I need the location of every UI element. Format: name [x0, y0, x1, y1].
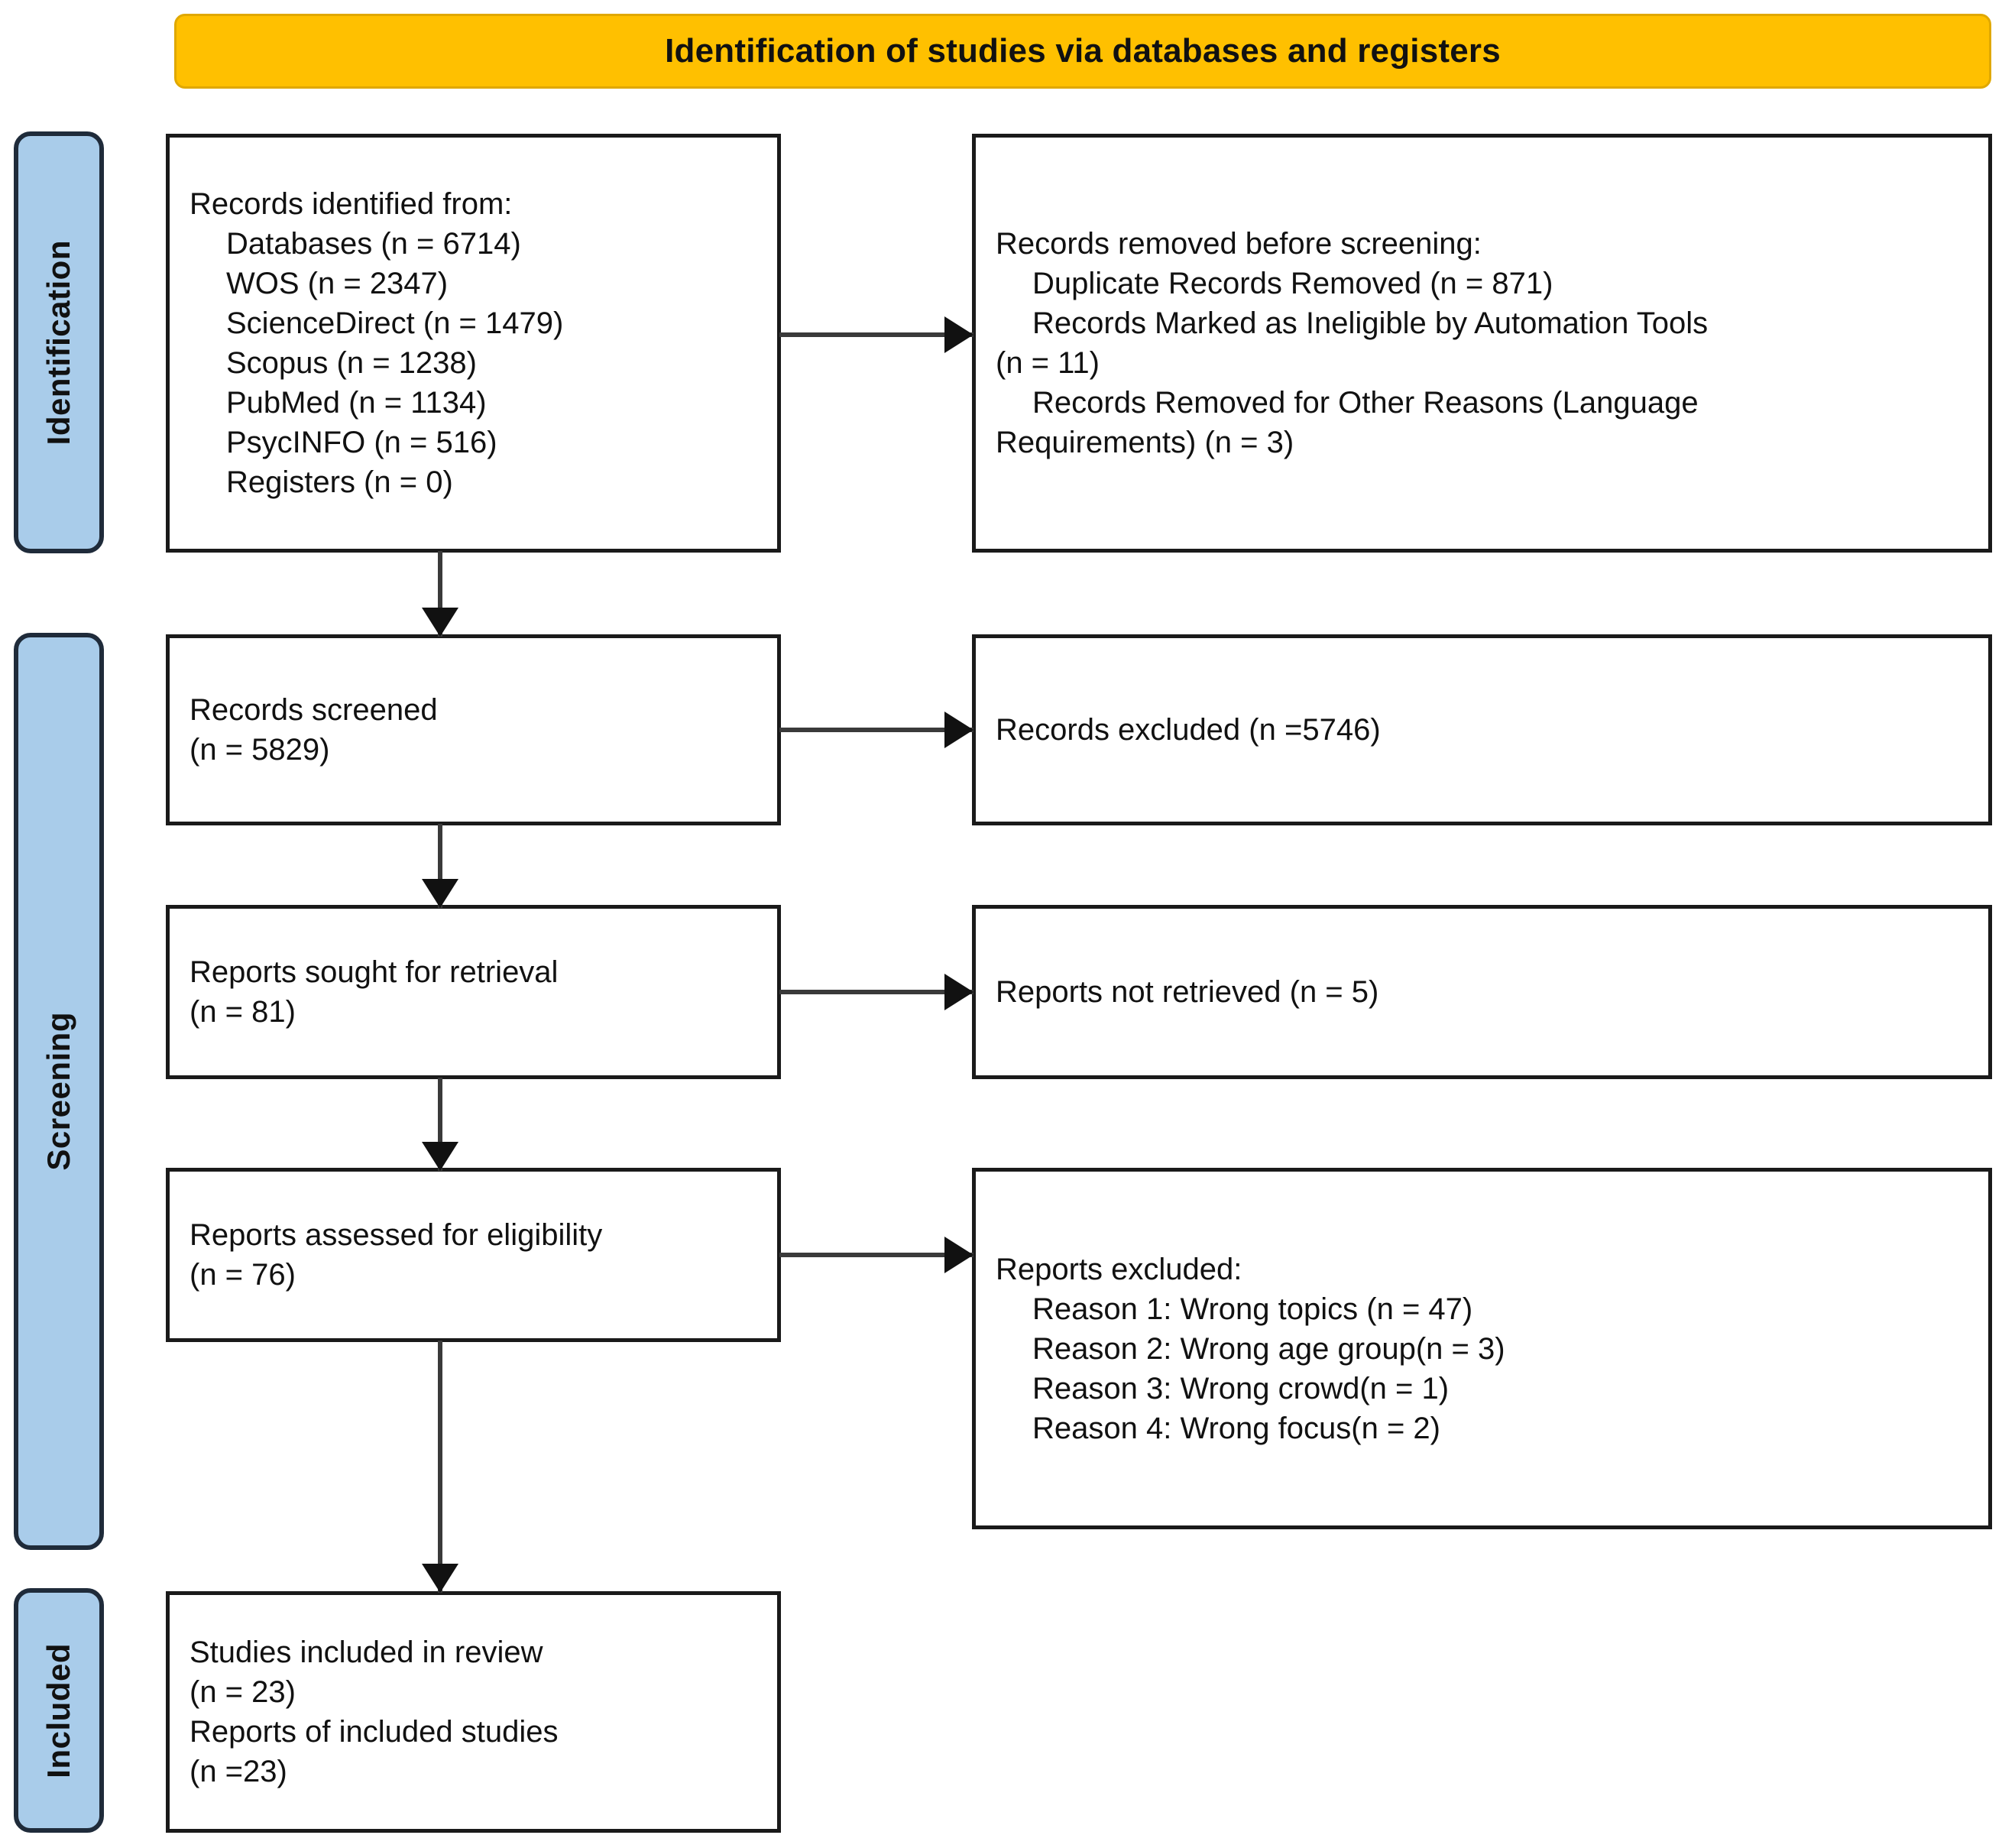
arrow-sought-to-assessed [421, 1078, 459, 1171]
arrow-screened-to-excluded [779, 711, 973, 749]
arrow-head-right-icon [944, 316, 973, 353]
records-identified-title: Records identified from: [190, 187, 513, 221]
arrow-identified-to-removed [779, 316, 973, 354]
reports-not-retrieved-label: Reports not retrieved (n = 5) [996, 975, 1379, 1009]
box-records-removed: Records removed before screening: Duplic… [972, 134, 1992, 553]
stage-label-identification: Identification [14, 131, 104, 553]
box-records-identified: Records identified from: Databases (n = … [166, 134, 781, 553]
records-removed-item: (n = 11) [996, 346, 1100, 380]
stage-label-identification-text: Identification [40, 239, 76, 446]
arrow-identified-to-screened [421, 551, 459, 637]
reports-sought-label: Reports sought for retrieval [190, 955, 559, 989]
box-reports-not-retrieved: Reports not retrieved (n = 5) [972, 905, 1992, 1079]
reports-excluded-reason: Reason 1: Wrong topics (n = 47) [1032, 1292, 1473, 1326]
box-records-screened: Records screened (n = 5829) [166, 634, 781, 825]
reports-included-count: (n =23) [190, 1755, 287, 1788]
records-removed-title: Records removed before screening: [996, 227, 1482, 261]
arrow-head-down-icon [422, 1564, 458, 1593]
reports-sought-count: (n = 81) [190, 995, 296, 1029]
reports-assessed-label: Reports assessed for eligibility [190, 1218, 603, 1252]
box-reports-excluded: Reports excluded: Reason 1: Wrong topics… [972, 1168, 1992, 1529]
arrow-head-right-icon [944, 712, 973, 748]
arrow-head-right-icon [944, 1237, 973, 1273]
arrow-assessed-to-included [421, 1341, 459, 1593]
diagram-header-banner: Identification of studies via databases … [174, 14, 1991, 89]
arrow-screened-to-sought [421, 824, 459, 908]
arrow-assessed-to-excluded-reports [779, 1236, 973, 1274]
arrow-sought-to-not-retrieved [779, 973, 973, 1011]
records-identified-item: PubMed (n = 1134) [226, 386, 487, 420]
arrow-shaft [779, 1253, 973, 1257]
records-removed-item: Records Removed for Other Reasons (Langu… [1032, 386, 1699, 420]
box-reports-assessed: Reports assessed for eligibility (n = 76… [166, 1168, 781, 1342]
records-removed-item: Records Marked as Ineligible by Automati… [1032, 306, 1709, 340]
stage-label-included: Included [14, 1588, 104, 1833]
arrow-head-down-icon [422, 1142, 458, 1171]
records-identified-item: PsycINFO (n = 516) [226, 426, 497, 459]
arrow-shaft [438, 551, 442, 637]
arrow-head-right-icon [944, 974, 973, 1010]
arrow-head-down-icon [422, 608, 458, 637]
records-excluded-label: Records excluded (n =5746) [996, 713, 1381, 747]
box-records-excluded: Records excluded (n =5746) [972, 634, 1992, 825]
records-screened-count: (n = 5829) [190, 733, 330, 767]
reports-assessed-count: (n = 76) [190, 1258, 296, 1292]
stage-label-screening: Screening [14, 633, 104, 1550]
box-reports-sought: Reports sought for retrieval (n = 81) [166, 905, 781, 1079]
records-identified-item: Scopus (n = 1238) [226, 346, 477, 380]
arrow-shaft [779, 728, 973, 732]
arrow-shaft [438, 1078, 442, 1171]
arrow-shaft [438, 1341, 442, 1593]
records-identified-item: ScienceDirect (n = 1479) [226, 306, 564, 340]
records-identified-item: Registers (n = 0) [226, 465, 453, 499]
studies-included-count: (n = 23) [190, 1675, 296, 1709]
records-screened-label: Records screened [190, 693, 438, 727]
arrow-shaft [438, 824, 442, 908]
records-identified-item: Databases (n = 6714) [226, 227, 521, 261]
reports-included-label: Reports of included studies [190, 1715, 559, 1749]
studies-included-label: Studies included in review [190, 1636, 543, 1669]
reports-excluded-reason: Reason 3: Wrong crowd(n = 1) [1032, 1371, 1450, 1405]
arrow-shaft [779, 990, 973, 994]
reports-excluded-title: Reports excluded: [996, 1252, 1242, 1286]
reports-excluded-reason: Reason 4: Wrong focus(n = 2) [1032, 1411, 1440, 1445]
records-removed-item: Requirements) (n = 3) [996, 426, 1294, 459]
diagram-header-title: Identification of studies via databases … [665, 32, 1501, 70]
records-identified-item: WOS (n = 2347) [226, 267, 449, 300]
records-removed-item: Duplicate Records Removed (n = 871) [1032, 267, 1553, 300]
stage-label-screening-text: Screening [40, 1012, 76, 1171]
reports-excluded-reason: Reason 2: Wrong age group(n = 3) [1032, 1331, 1505, 1366]
stage-label-included-text: Included [40, 1642, 76, 1778]
arrow-head-down-icon [422, 879, 458, 908]
arrow-shaft [779, 332, 973, 337]
box-studies-included: Studies included in review (n = 23) Repo… [166, 1591, 781, 1833]
